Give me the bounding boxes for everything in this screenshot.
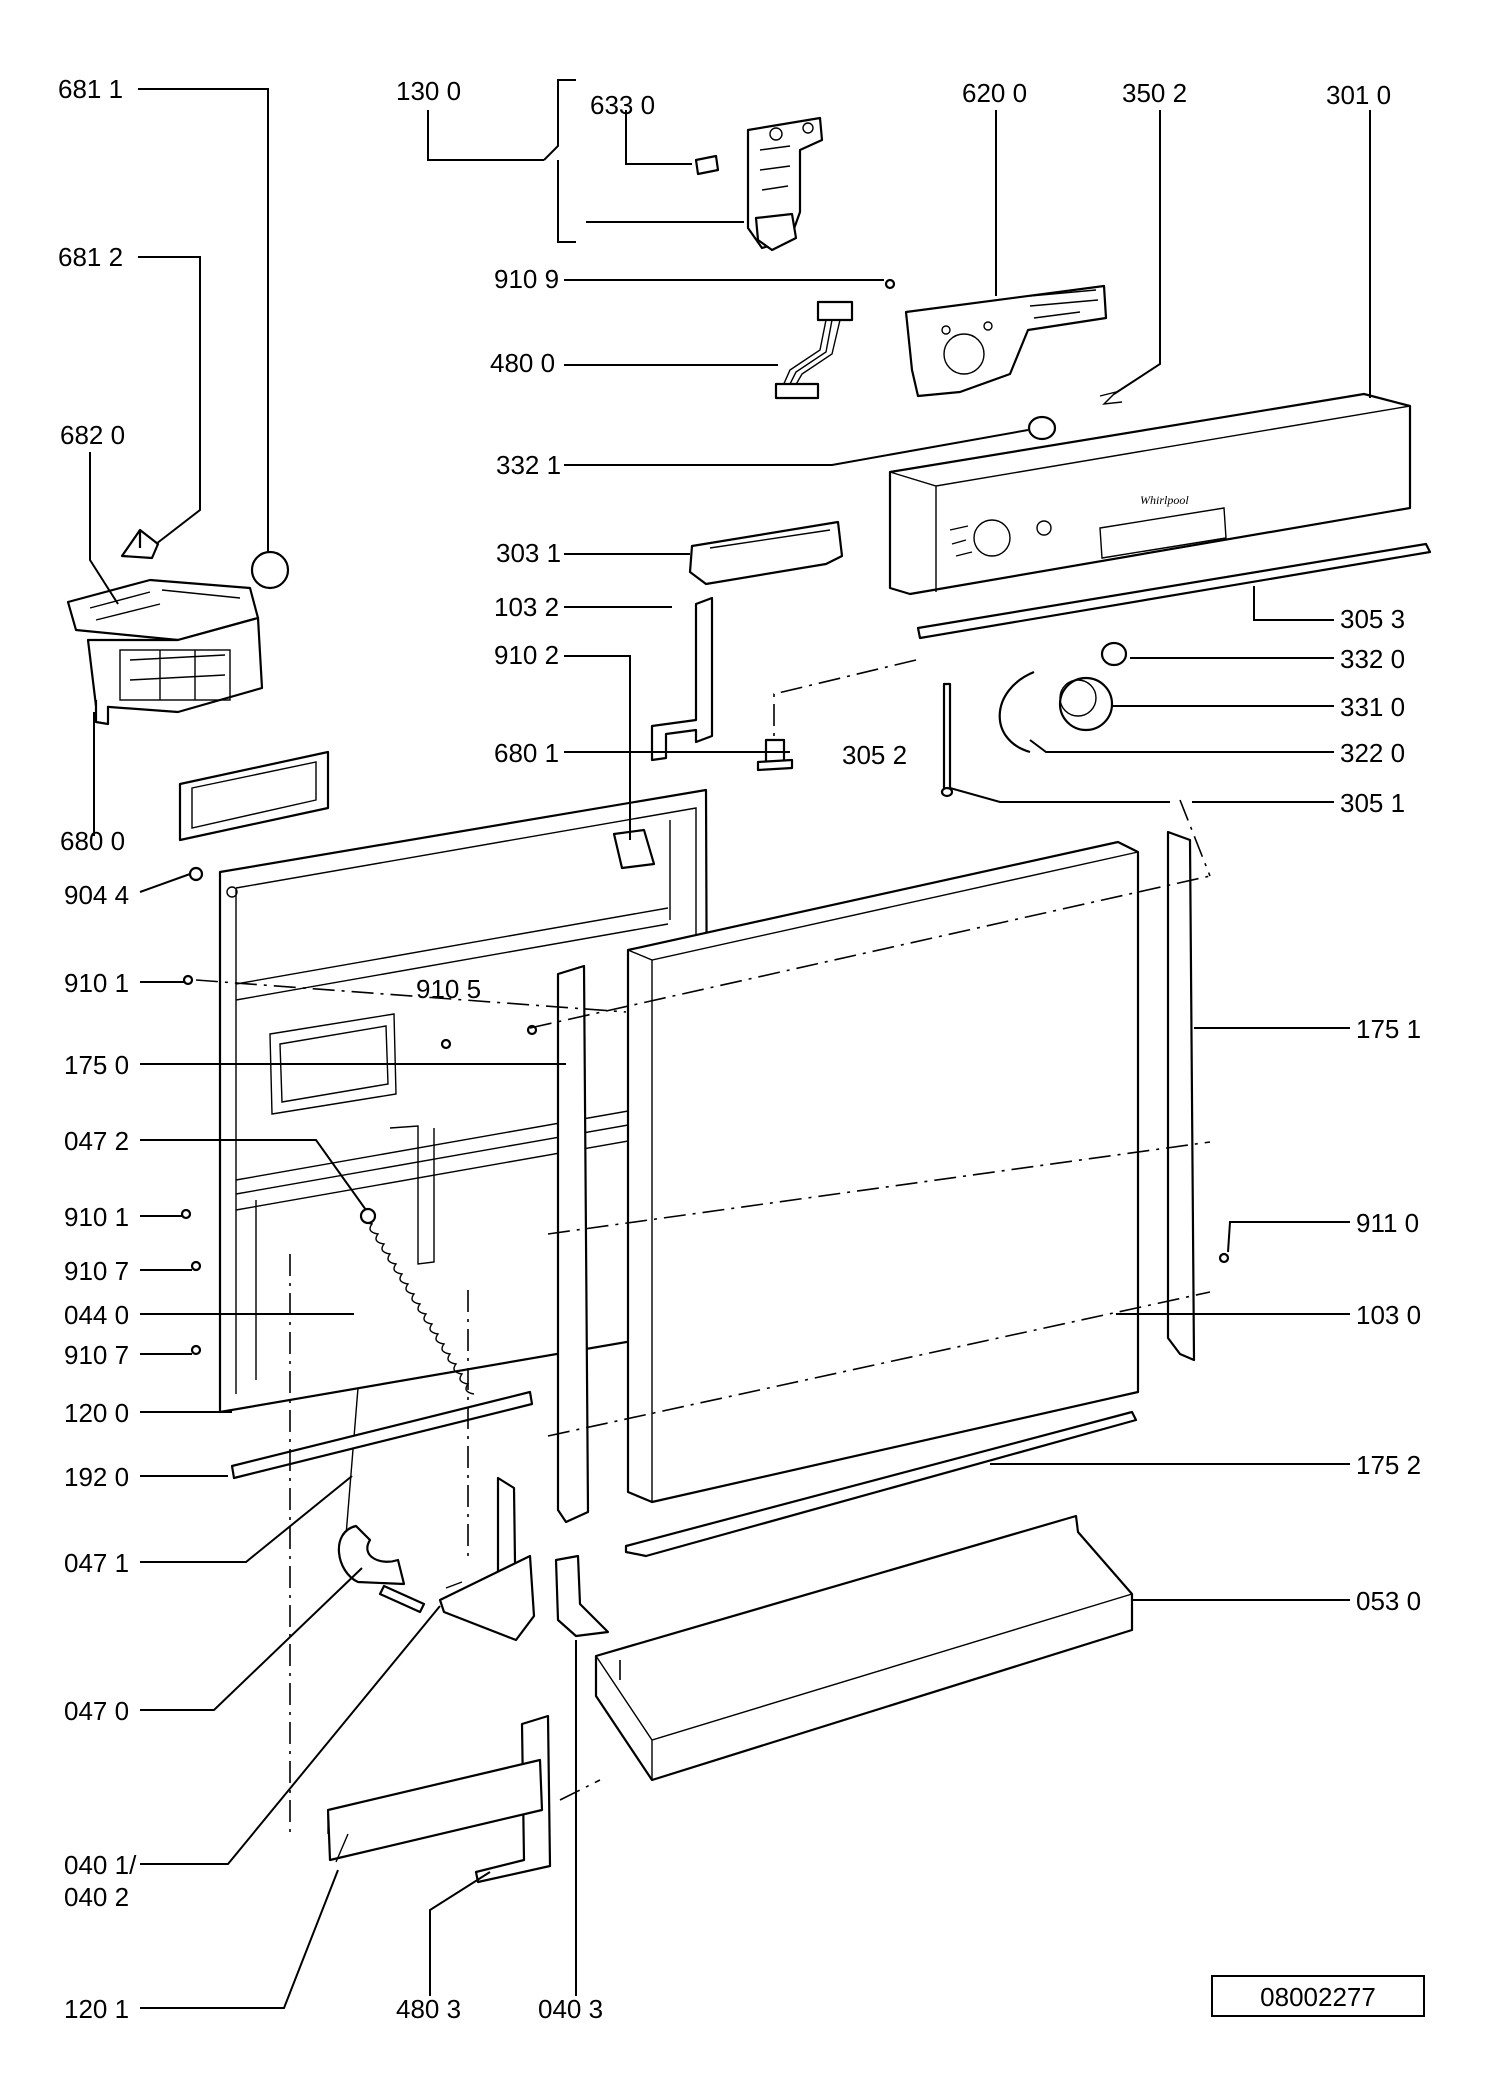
- part-120-1-bottom-bar: [326, 1758, 544, 1863]
- label-040-3: 040 3: [538, 1994, 603, 2024]
- label-911-0: 911 0: [1356, 1208, 1419, 1238]
- label-910-9: 910 9: [494, 264, 559, 294]
- part-620-0-pcb: [904, 284, 1108, 398]
- label-681-1: 681 1: [58, 74, 123, 104]
- label-303-1: 303 1: [496, 538, 561, 568]
- screw-910-9: [884, 278, 896, 290]
- label-053-0: 053 0: [1356, 1586, 1421, 1616]
- screw-910-7-bottom: [190, 1344, 202, 1356]
- label-192-0: 192 0: [64, 1462, 129, 1492]
- leader-lines: [89, 79, 1371, 2009]
- screw-910-7-top: [190, 1260, 202, 1272]
- label-620-0: 620 0: [962, 78, 1027, 108]
- label-120-1: 120 1: [64, 1994, 129, 2024]
- label-682-0: 682 0: [60, 420, 125, 450]
- label-175-1: 175 1: [1356, 1014, 1421, 1044]
- part-680-1-gasket: [178, 750, 330, 842]
- part-103-2-bracket: [650, 596, 714, 762]
- part-053-0-kickplate: [594, 1514, 1134, 1782]
- label-681-2: 681 2: [58, 242, 123, 272]
- part-305-2-foot: [756, 738, 794, 772]
- label-322-0: 322 0: [1340, 738, 1405, 768]
- label-120-0: 120 0: [64, 1398, 129, 1428]
- screw-910-1-mid: [180, 1208, 192, 1220]
- label-910-2: 910 2: [494, 640, 559, 670]
- label-130-0: 130 0: [396, 76, 461, 106]
- screw-910-1-top: [182, 974, 194, 986]
- label-332-1: 332 1: [496, 450, 561, 480]
- label-103-0: 103 0: [1356, 1300, 1421, 1330]
- label-350-2: 350 2: [1122, 78, 1187, 108]
- label-305-1: 305 1: [1340, 788, 1405, 818]
- part-040-3-hinge-plate: [554, 1554, 610, 1638]
- label-175-0: 175 0: [64, 1050, 129, 1080]
- part-labels: 681 1 681 2 682 0 680 0 130 0 633 0 910 …: [58, 74, 1421, 2024]
- label-047-0: 047 0: [64, 1696, 129, 1726]
- part-103-0-outer-door: [626, 840, 1140, 1504]
- screws: [180, 866, 1230, 1356]
- part-301-0-control-panel: Whirlpool: [888, 392, 1412, 596]
- label-305-3: 305 3: [1340, 604, 1405, 634]
- part-040-1-hinge-bracket: [438, 1476, 536, 1642]
- label-910-7-bottom: 910 7: [64, 1340, 129, 1370]
- panel-logo: Whirlpool: [1140, 493, 1189, 507]
- label-040-1: 040 1/: [64, 1850, 137, 1880]
- label-910-1-mid: 910 1: [64, 1202, 129, 1232]
- label-103-2: 103 2: [494, 592, 559, 622]
- part-130-0-latch: [694, 116, 824, 252]
- label-044-0: 044 0: [64, 1300, 129, 1330]
- part-633-0-microswitch: [694, 154, 720, 176]
- assembly-lines: [195, 659, 1211, 1832]
- label-910-1-top: 910 1: [64, 968, 129, 998]
- part-192-0-strip: [230, 1390, 534, 1480]
- label-175-2: 175 2: [1356, 1450, 1421, 1480]
- label-305-2: 305 2: [842, 740, 907, 770]
- label-910-7-top: 910 7: [64, 1256, 129, 1286]
- label-480-3: 480 3: [396, 1994, 461, 2024]
- part-047-0-hinge: [337, 1524, 426, 1614]
- part-305-1-rod: [940, 682, 954, 798]
- part-175-0-side-trim: [556, 964, 590, 1524]
- part-332-0-knob: [1100, 641, 1128, 667]
- part-681-2-clip: [120, 528, 160, 560]
- label-633-0: 633 0: [590, 90, 655, 120]
- part-350-2-clip: [1099, 390, 1123, 405]
- part-332-1-knob: [1027, 415, 1057, 441]
- label-680-1: 680 1: [494, 738, 559, 768]
- part-305-3-strip: [916, 542, 1432, 640]
- part-680-0-dispenser: [66, 578, 264, 726]
- part-480-0-harness: [774, 300, 854, 400]
- screw-910-5: [440, 1038, 452, 1050]
- part-303-1-module: [688, 520, 844, 586]
- label-331-0: 331 0: [1340, 692, 1405, 722]
- part-175-1-side-trim: [1166, 830, 1196, 1362]
- label-680-0: 680 0: [60, 826, 125, 856]
- document-number-box: 08002277: [1211, 1975, 1425, 2017]
- label-904-4: 904 4: [64, 880, 129, 910]
- part-175-2-bottom-trim: [624, 1410, 1138, 1558]
- label-301-0: 301 0: [1326, 80, 1391, 110]
- part-331-0-knob: [1058, 676, 1114, 732]
- screw-911-0: [1218, 1252, 1230, 1264]
- label-480-0: 480 0: [490, 348, 555, 378]
- label-047-1: 047 1: [64, 1548, 129, 1578]
- document-number: 08002277: [1260, 1982, 1376, 2012]
- part-681-1-cap: [250, 550, 290, 590]
- part-480-3-bracket: [474, 1714, 552, 1884]
- label-047-2: 047 2: [64, 1126, 129, 1156]
- label-040-2: 040 2: [64, 1882, 129, 1912]
- label-332-0: 332 0: [1340, 644, 1405, 674]
- part-322-0-spring: [998, 670, 1035, 754]
- label-910-5: 910 5: [416, 974, 481, 1004]
- screw-904-4: [188, 866, 204, 882]
